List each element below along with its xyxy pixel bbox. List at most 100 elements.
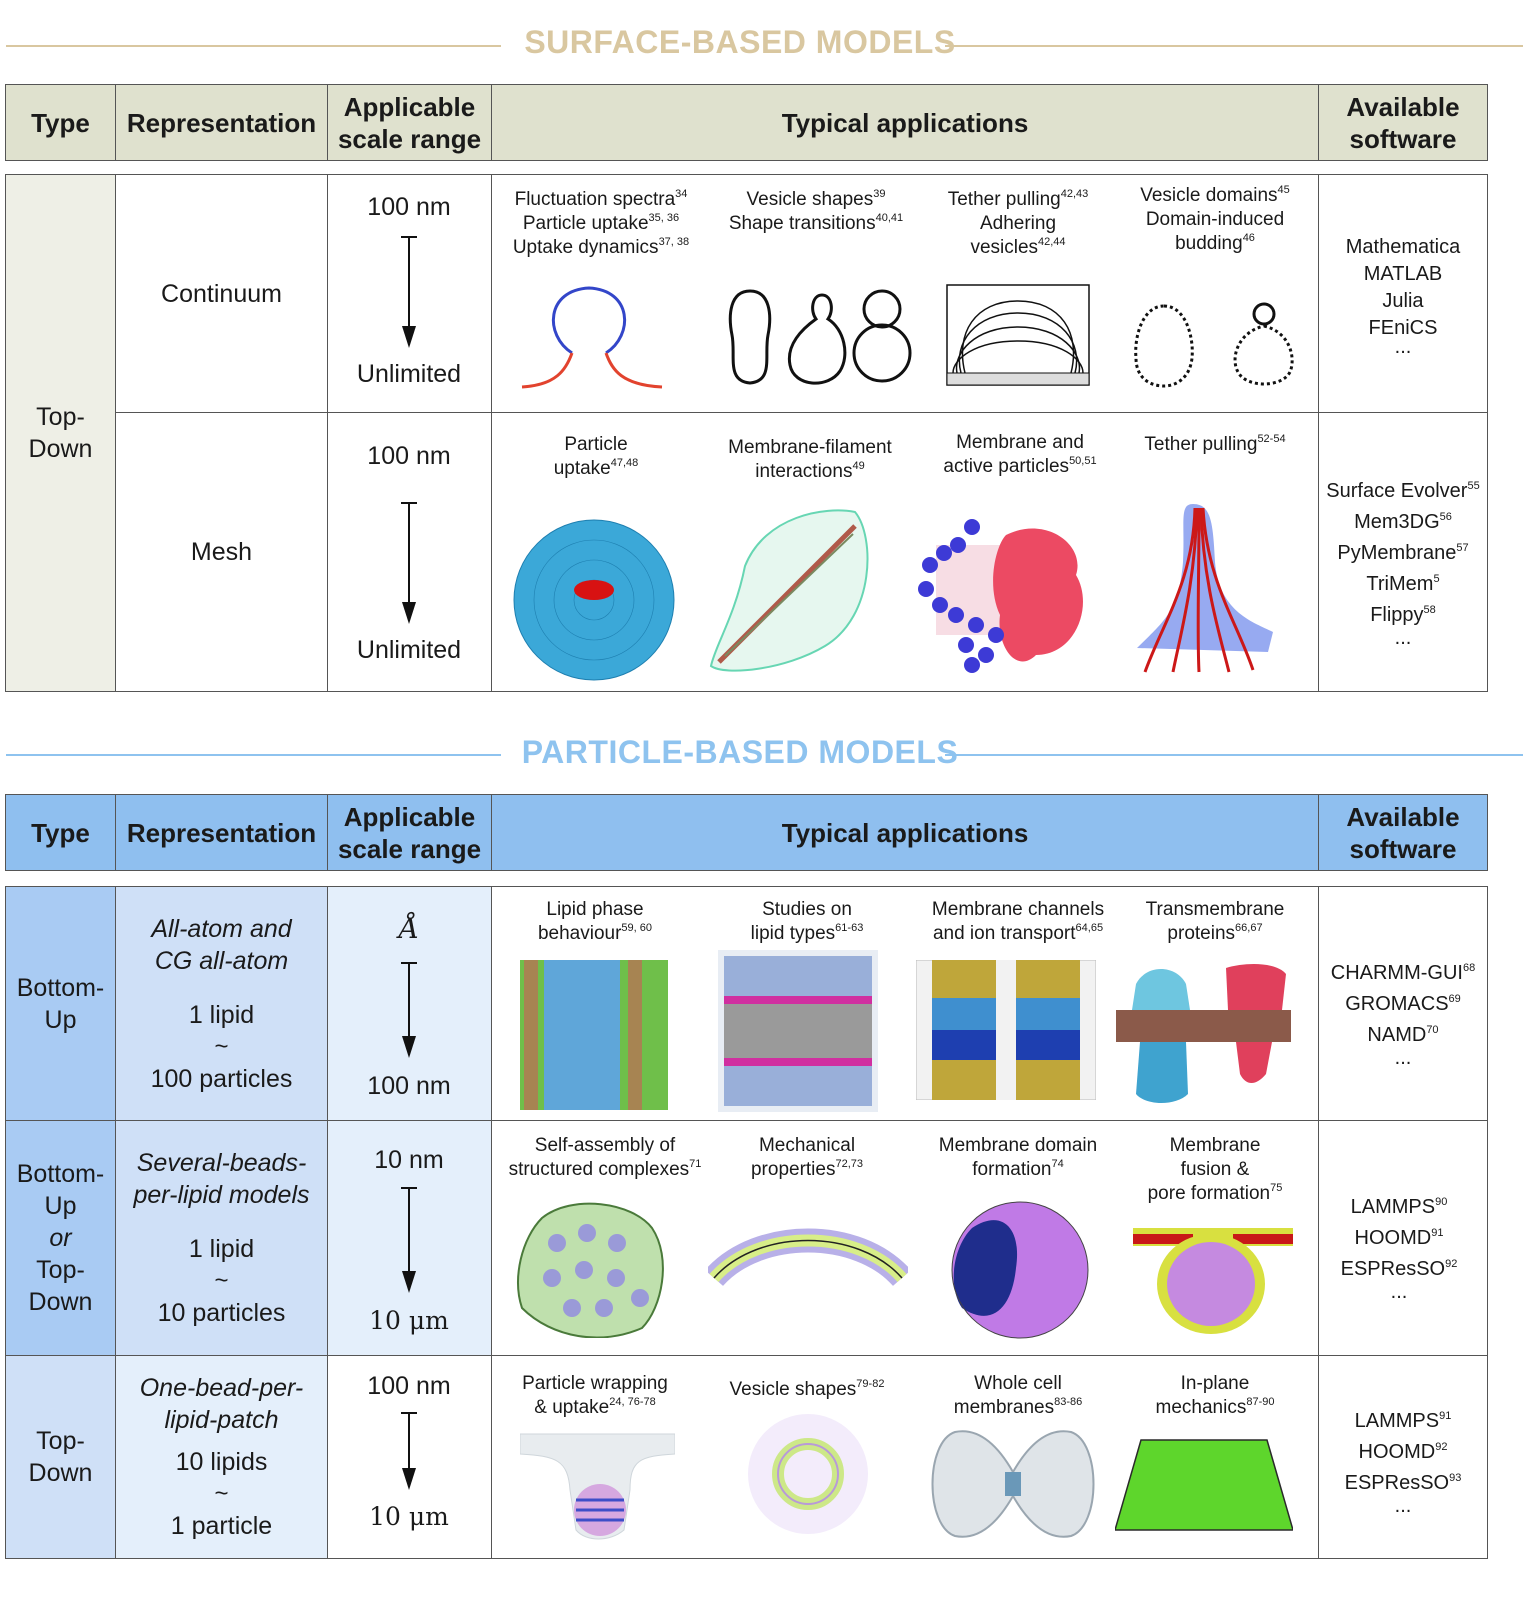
- onebead-scale-arrow-icon: [401, 1412, 417, 1490]
- mesh-software-cell: [1318, 412, 1488, 692]
- mesh-scale-top: 100 nm: [367, 442, 451, 470]
- software-item: Surface Evolver55: [1326, 480, 1480, 502]
- mesh-app-4-caption: Tether pulling52-54: [1144, 433, 1286, 456]
- domain-formation-vesicle-icon: [951, 1201, 1089, 1339]
- particle-header-type: Type: [5, 794, 116, 871]
- software-item: PyMembrane57: [1337, 542, 1469, 564]
- continuum-scale-top: 100 nm: [367, 193, 451, 221]
- mesh-scale-bottom: Unlimited: [356, 636, 462, 664]
- continuum-app-4-caption: Vesicle domains45 Domain-induced budding…: [1140, 184, 1290, 255]
- surface-title-rule-right: [945, 45, 1523, 47]
- allatom-software-list: CHARMM-GUI68 GROMACS69 NAMD70 ...: [1318, 958, 1488, 1074]
- severalbeads-scale-bottom: 10 μm: [369, 1306, 449, 1335]
- software-item: ...: [1394, 1495, 1412, 1517]
- onebead-app-1-caption: Particle wrapping& uptake24, 76-78: [522, 1373, 668, 1418]
- particle-wrapping-icon: [520, 1433, 675, 1540]
- allatom-scale-bottom: 100 nm: [367, 1072, 451, 1100]
- onebead-software-list: LAMMPS91 HOOMD92 ESPResSO93 ...: [1318, 1406, 1488, 1522]
- particle-section-title: PARTICLE-BASED MODELS: [521, 734, 959, 770]
- transmembrane-proteins-icon: [1116, 964, 1291, 1103]
- mesh-representation-label: Mesh: [190, 538, 253, 566]
- software-item: Flippy58: [1370, 604, 1436, 626]
- software-item: NAMD70: [1367, 1024, 1439, 1046]
- software-item: ...: [1394, 627, 1412, 649]
- particle-uptake-contour-icon: [521, 286, 663, 389]
- surface-header-applications: Typical applications: [491, 84, 1319, 161]
- mesh-app-1-caption: Particle uptake47,48: [553, 434, 639, 479]
- onebead-software-cell: [1318, 1355, 1488, 1559]
- mesh-scale-arrow-icon: [401, 502, 417, 624]
- particle-header-representation: Representation: [115, 794, 328, 871]
- vesicle-shapes-contour-icon: [728, 289, 912, 385]
- software-item: LAMMPS91: [1354, 1410, 1452, 1432]
- self-assembly-complex-icon: [517, 1202, 664, 1338]
- onebead-scale-top: 100 nm: [367, 1372, 451, 1400]
- surface-title-rule-left: [6, 45, 501, 47]
- particle-title-rule-left: [6, 754, 501, 756]
- continuum-app-1-caption: Fluctuation spectra34 Particle uptake35,…: [512, 188, 690, 259]
- software-item: ...: [1394, 336, 1412, 358]
- mesh-uptake-sphere-icon: [513, 519, 675, 681]
- onebead-representation-cell: One-bead-per- lipid-patch 10 lipids ~ 1 …: [115, 1355, 328, 1559]
- continuum-app-3-caption: Tether pulling42,43 Adhering vesicles42,…: [947, 188, 1089, 259]
- mesh-representation: Mesh: [115, 412, 328, 692]
- mesh-filament-vesicle-icon: [709, 509, 869, 672]
- mesh-app-3-caption: Membrane and active particles50,51: [943, 432, 1097, 477]
- adhering-vesicle-contour-icon: [946, 284, 1090, 386]
- surface-type-cell: Top-Down: [5, 174, 116, 692]
- software-item: ...: [1390, 1281, 1408, 1303]
- onebead-scale-bottom: 10 μm: [369, 1502, 449, 1531]
- onebead-app-2-caption: Vesicle shapes79-82: [729, 1378, 885, 1401]
- software-item: CHARMM-GUI68: [1330, 962, 1476, 984]
- surface-header-type: Type: [5, 84, 116, 161]
- allatom-scale-top: Å: [398, 912, 420, 945]
- continuum-scale-arrow-icon: [401, 236, 417, 348]
- software-item: ESPResSO92: [1340, 1258, 1458, 1280]
- surface-header-representation: Representation: [115, 84, 328, 161]
- surface-type-label: Top-Down: [28, 403, 93, 463]
- surface-header-scale: Applicable scale range: [327, 84, 492, 161]
- particle-title-rule-right: [945, 754, 1523, 756]
- severalbeads-scale-top: 10 nm: [374, 1146, 444, 1174]
- allatom-representation-cell: All-atom and CG all-atom 1 lipid ~ 100 p…: [115, 886, 328, 1121]
- continuum-app-2-caption: Vesicle shapes39 Shape transitions40,41: [728, 188, 904, 235]
- continuum-representation-label: Continuum: [161, 279, 282, 308]
- in-plane-mechanics-icon: [1115, 1439, 1293, 1531]
- particle-header-software: Available software: [1318, 794, 1488, 871]
- particle-header-scale: Applicable scale range: [327, 794, 492, 871]
- continuum-scale-bottom: Unlimited: [356, 360, 462, 388]
- domain-budding-contour-icon: [1134, 302, 1294, 388]
- software-item: FEniCS: [1368, 317, 1438, 339]
- ion-channel-snapshot-icon: [916, 960, 1096, 1100]
- severalbeads-representation-cell: Several-beads- per-lipid models 1 lipid …: [115, 1120, 328, 1356]
- lipid-phase-snapshot-icon: [520, 960, 668, 1110]
- software-item: Julia: [1382, 290, 1424, 312]
- vesicle-shapes-particle-icon: [748, 1414, 868, 1534]
- mesh-software-list: Surface Evolver55 Mem3DG56 PyMembrane57 …: [1318, 476, 1488, 654]
- fusion-pore-formation-icon: [1133, 1228, 1293, 1334]
- severalbeads-software-list: LAMMPS90 HOOMD91 ESPResSO92 ...: [1318, 1192, 1480, 1308]
- software-item: Mem3DG56: [1354, 511, 1452, 533]
- software-item: TriMem5: [1366, 573, 1440, 595]
- continuum-representation: Continuum: [115, 174, 328, 413]
- allatom-scale-arrow-icon: [401, 962, 417, 1058]
- whole-cell-membrane-icon: [931, 1430, 1095, 1538]
- severalbeads-scale-arrow-icon: [401, 1187, 417, 1293]
- software-item: HOOMD91: [1354, 1227, 1444, 1249]
- allatom-type-cell: Bottom-Up: [5, 886, 116, 1121]
- surface-header-software: Available software: [1318, 84, 1488, 161]
- mesh-active-particles-icon: [918, 519, 1083, 673]
- mesh-tether-pulling-icon: [1137, 504, 1273, 673]
- software-item: GROMACS69: [1345, 993, 1461, 1015]
- lipid-types-snapshot-icon: [718, 950, 878, 1112]
- continuum-software-list: Mathematica MATLAB Julia FEniCS ...: [1318, 232, 1488, 363]
- software-item: ...: [1394, 1047, 1412, 1069]
